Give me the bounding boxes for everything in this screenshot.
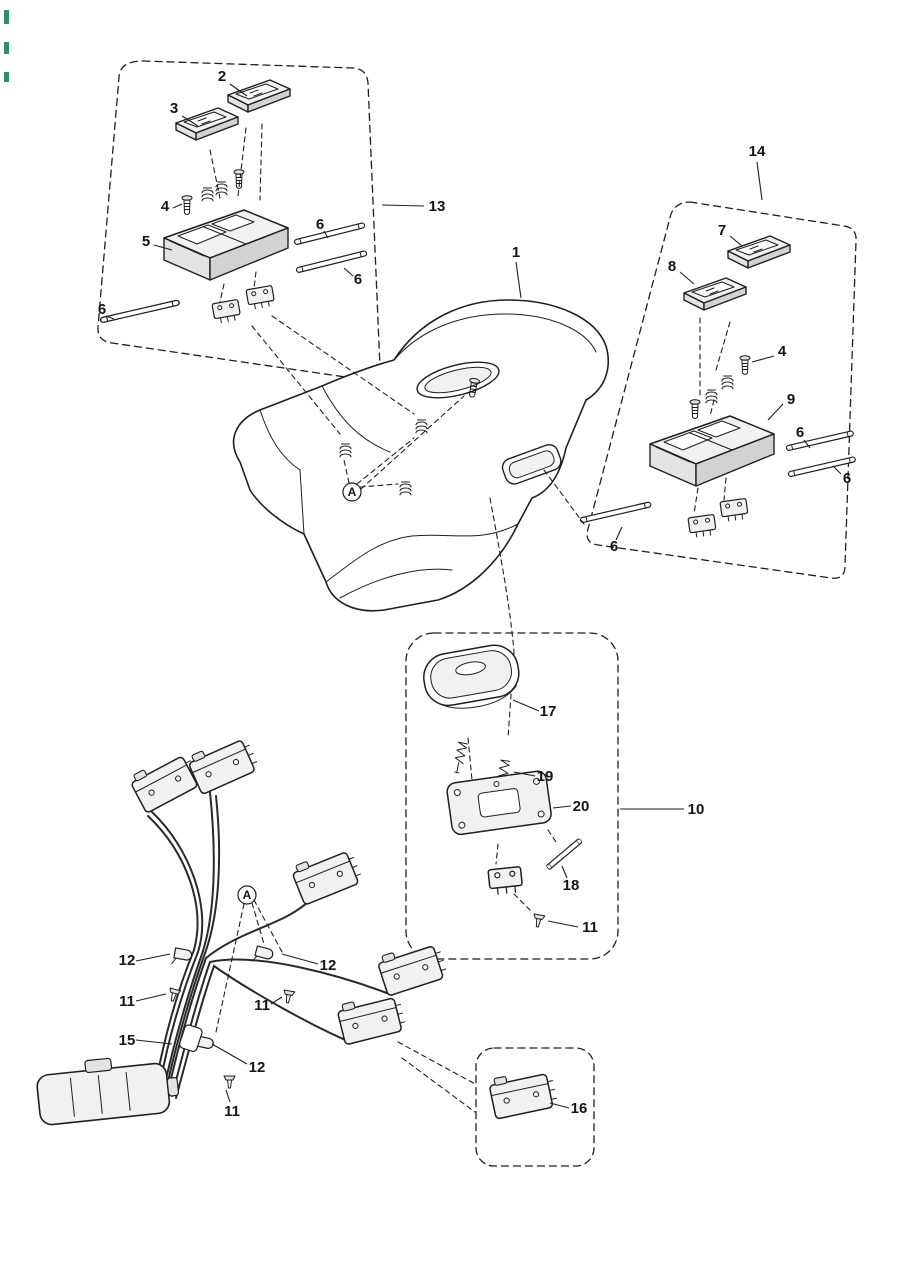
part-18-pin	[545, 837, 583, 871]
harness-microswitch	[375, 937, 450, 997]
callout-12: 12	[320, 957, 337, 974]
reference-marker-a: A	[215, 885, 283, 1033]
callout-9: 9	[787, 391, 795, 408]
part-4-screws	[181, 169, 245, 215]
callout-1: 1	[512, 244, 520, 261]
callout-13: 13	[429, 198, 446, 215]
callout-8: 8	[668, 258, 676, 275]
part-3-switch-cap	[175, 107, 239, 141]
callout-16: 16	[571, 1100, 588, 1117]
callout-15: 15	[119, 1032, 136, 1049]
callout-19: 19	[537, 768, 554, 785]
reference-marker-a: A	[342, 395, 465, 502]
assembly-10-dashed-links	[467, 737, 557, 911]
callout-6: 6	[316, 216, 324, 233]
assembly-16-boundary	[475, 1047, 595, 1167]
reference-letter-a: A	[348, 485, 357, 499]
callout-20: 20	[573, 798, 590, 815]
callout-6: 6	[610, 538, 618, 555]
part-11-screw	[281, 989, 296, 1005]
harness-microswitch	[289, 843, 365, 906]
callout-14: 14	[749, 143, 766, 160]
part-1-console-body: A	[232, 299, 610, 612]
harness-microswitch	[335, 990, 408, 1046]
part-16-microswitch	[487, 1066, 559, 1120]
assembly-14-region	[579, 201, 857, 579]
edge-artifact	[4, 10, 9, 82]
connector-block	[487, 865, 524, 896]
callout-3: 3	[170, 100, 178, 117]
leader-lines	[105, 83, 842, 1109]
callout-11: 11	[582, 919, 598, 936]
callout-4: 4	[778, 343, 787, 360]
assembly-13-region	[97, 60, 381, 381]
assembly-10-region	[405, 632, 619, 960]
part-11-screw	[223, 1075, 236, 1089]
callout-6: 6	[796, 424, 804, 441]
callout-12: 12	[249, 1059, 266, 1076]
part-6-pin	[579, 501, 652, 524]
part-6-pin	[295, 249, 368, 274]
assembly-16-dashed-links	[397, 1041, 478, 1113]
assembly-10-boundary	[405, 632, 619, 960]
part-4-screws	[689, 355, 751, 419]
part-9-switch-housing	[649, 415, 775, 487]
reference-letter-a: A	[243, 888, 252, 902]
part-7-switch-cap	[727, 235, 791, 269]
callout-6: 6	[354, 271, 362, 288]
harness-wires	[147, 791, 393, 1099]
callout-6: 6	[98, 301, 106, 318]
callout-10: 10	[688, 801, 705, 818]
assembly-16-region	[397, 1041, 595, 1167]
part-5-switch-housing	[163, 209, 289, 281]
harness-connector-plug	[36, 1057, 180, 1126]
assembly-dashed-connections	[251, 315, 585, 739]
callout-4: 4	[161, 198, 170, 215]
assembly-14-dashed-links	[693, 317, 731, 515]
part-2-switch-cap	[227, 79, 291, 113]
connector-block	[687, 513, 718, 539]
harness-microswitch	[127, 747, 204, 815]
harness-wrap	[179, 1024, 203, 1052]
callouts: 1 2 3 4 5 6 6 6 13 14 7 8 4 9 6 6 6 10 1…	[98, 68, 851, 1120]
connector-block	[719, 497, 750, 523]
callout-11: 11	[119, 993, 135, 1010]
console-side-pocket	[501, 443, 562, 485]
part-11-screw	[531, 913, 546, 929]
callout-7: 7	[718, 222, 726, 239]
callout-2: 2	[218, 68, 226, 85]
part-20-mounting-bracket	[446, 770, 552, 836]
part-17-switch-cover	[423, 644, 520, 709]
part-6-pin	[99, 299, 181, 324]
callout-6: 6	[843, 470, 851, 487]
connector-block	[211, 298, 242, 325]
assembly-14-boundary	[586, 201, 857, 579]
connector-block	[245, 284, 276, 311]
part-15-wiring-harness: A	[36, 731, 450, 1126]
callout-18: 18	[563, 877, 580, 894]
part-6-pin	[293, 221, 366, 246]
callout-11: 11	[224, 1103, 240, 1120]
assembly-13-dashed-links	[209, 123, 263, 303]
callout-5: 5	[142, 233, 150, 250]
callout-12: 12	[119, 952, 136, 969]
callout-11: 11	[254, 997, 270, 1014]
callout-17: 17	[540, 703, 557, 720]
